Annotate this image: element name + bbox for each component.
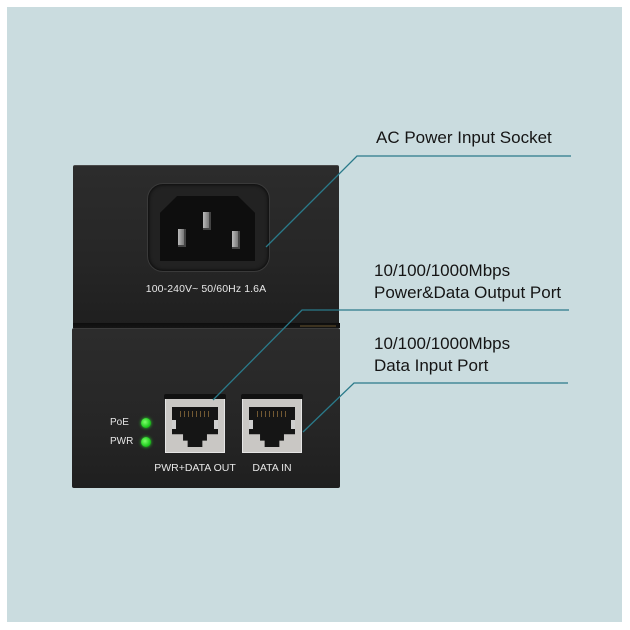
callout-data-input-port: 10/100/1000Mbps Data Input Port xyxy=(374,333,510,377)
port-tab-right xyxy=(291,420,295,429)
ac-power-socket-icon xyxy=(147,183,270,272)
pwr-led-icon xyxy=(141,437,151,447)
led-label-poe: PoE xyxy=(110,417,129,428)
callout-line: Data Input Port xyxy=(374,356,489,375)
seam-highlight xyxy=(300,325,336,327)
port-label-pwr-data-out: PWR+DATA OUT xyxy=(154,462,236,474)
port-tab-left xyxy=(249,420,253,429)
port-tab-left xyxy=(172,420,176,429)
callout-power-data-output-port: 10/100/1000Mbps Power&Data Output Port xyxy=(374,260,561,304)
port-latch xyxy=(241,394,303,399)
callout-ac-power-input-socket: AC Power Input Socket xyxy=(376,127,552,149)
callout-line: 10/100/1000Mbps xyxy=(374,261,511,280)
data-in-port[interactable] xyxy=(241,394,303,453)
callout-line: Power&Data Output Port xyxy=(374,283,562,302)
socket-pin-left xyxy=(178,229,186,247)
port-latch xyxy=(164,394,226,399)
power-rating-text: 100-240V~ 50/60Hz 1.6A xyxy=(145,283,267,295)
poe-led-icon xyxy=(141,418,151,428)
callout-line: AC Power Input Socket xyxy=(376,128,552,147)
socket-pin-earth xyxy=(203,212,211,230)
port-contacts xyxy=(180,411,210,417)
port-contacts xyxy=(257,411,287,417)
port-tab-right xyxy=(214,420,218,429)
unit-seam xyxy=(73,323,340,328)
socket-cavity xyxy=(160,196,255,261)
socket-pin-right xyxy=(232,231,240,249)
pwr-data-out-port[interactable] xyxy=(164,394,226,453)
callout-line: 10/100/1000Mbps xyxy=(374,334,511,353)
port-label-data-in: DATA IN xyxy=(252,462,292,474)
led-label-pwr: PWR xyxy=(110,436,134,447)
